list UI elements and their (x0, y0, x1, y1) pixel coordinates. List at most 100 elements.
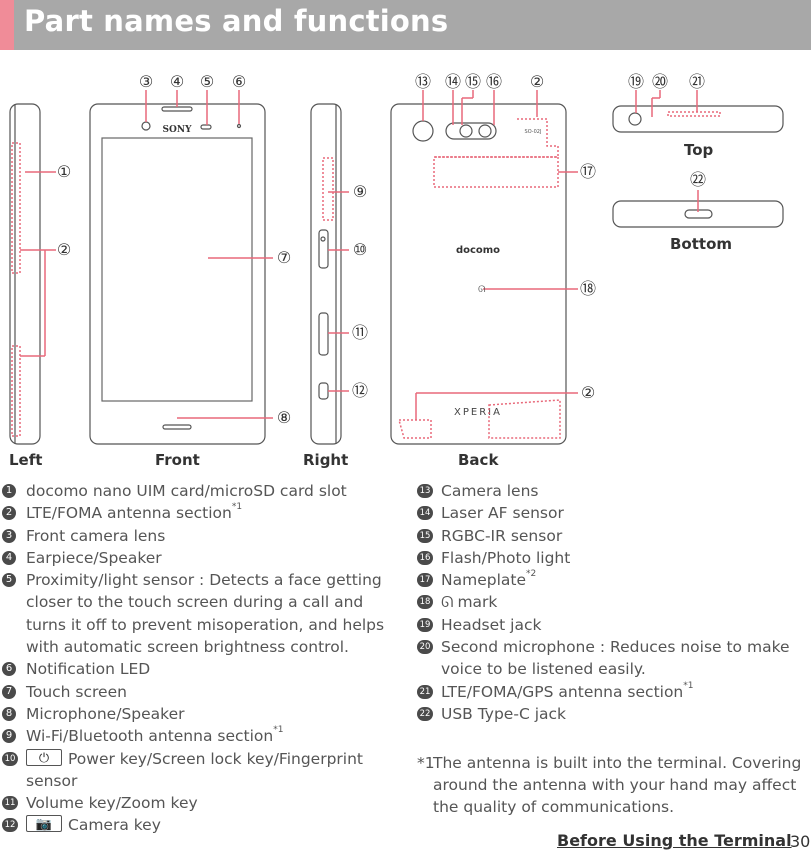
item-text: USB Type-C jack (441, 704, 566, 723)
callout-12: ⑫ (352, 381, 368, 400)
callout-4: ④ (170, 72, 184, 91)
list-item: 7 Touch screen (2, 681, 394, 703)
felica-mark-icon: ᘏ (441, 593, 454, 612)
proximity-sensor (200, 124, 212, 130)
footnote-text: The antenna is built into the terminal. … (433, 754, 802, 816)
felica-mark-icon: ᘏ (478, 285, 486, 295)
item-text: RGBC-IR sensor (441, 526, 563, 545)
callout-1: ① (57, 162, 71, 181)
footnote-ref: *1 (231, 502, 243, 513)
item-number: 5 (2, 573, 16, 588)
page-title: Part names and functions (24, 4, 449, 38)
back-device (390, 103, 567, 445)
label-bottom: Bottom (670, 235, 733, 253)
callout-16: ⑯ (486, 72, 502, 91)
list-item: 13 Camera lens (417, 480, 811, 502)
list-item: 1 docomo nano UIM card/microSD card slot (2, 480, 394, 502)
title-accent (0, 0, 14, 50)
item-number: 17 (417, 573, 433, 588)
callout-5: ⑤ (200, 72, 214, 91)
list-item: 4 Earpiece/Speaker (2, 547, 394, 569)
item-number: 16 (417, 550, 433, 565)
item-number: 1 (2, 484, 16, 498)
item-text: docomo nano UIM card/microSD card slot (26, 482, 347, 500)
sensor-housing (445, 122, 497, 140)
callout-15: ⑮ (465, 72, 481, 91)
item-number: 12 (2, 818, 18, 833)
headset-jack (628, 112, 642, 126)
item-text: Microphone/Speaker (26, 704, 185, 723)
right-side-device (310, 103, 342, 445)
power-key-icon: ⏻ (26, 748, 62, 766)
item-number: 8 (2, 706, 16, 721)
callout-11: ⑪ (352, 323, 368, 342)
earpiece (161, 106, 193, 112)
callout-19: ⑲ (628, 72, 644, 91)
section-footer: Before Using the Terminal (557, 831, 792, 850)
item-number: 15 (417, 528, 433, 543)
page-number: 30 (790, 832, 811, 851)
list-item: 10⏻Power key/Screen lock key/Fingerprint… (2, 748, 394, 793)
item-number: 9 (2, 729, 16, 744)
left-side-device (9, 103, 41, 445)
list-item: 9 Wi-Fi/Bluetooth antenna section*1 (2, 725, 394, 747)
item-number: 19 (417, 617, 433, 632)
camera-key-icon: 📷 (26, 815, 62, 833)
item-text: Power key/Screen lock key/Fingerprint se… (26, 749, 364, 790)
power-key (318, 229, 329, 269)
xperia-logo: XPERIA (454, 407, 502, 418)
device-diagram: SONY docomo XPERIA SO-02J (9, 72, 784, 445)
nameplate-text: SO-02J (525, 129, 542, 135)
item-number: 4 (2, 550, 16, 565)
item-text: Touch screen (26, 682, 127, 701)
label-front: Front (155, 451, 200, 469)
callout-20: ⑳ (652, 72, 668, 91)
list-item: 15 RGBC-IR sensor (417, 525, 811, 547)
item-number: 13 (417, 484, 433, 498)
item-text: Flash/Photo light (441, 548, 571, 567)
item-text: Earpiece/Speaker (26, 548, 162, 567)
footnote-ref: *2 (526, 569, 537, 580)
list-item: 8 Microphone/Speaker (2, 703, 394, 725)
front-screen (101, 137, 253, 402)
item-number: 7 (2, 684, 16, 699)
item-number: 11 (2, 796, 18, 811)
callout-21: ㉑ (689, 72, 705, 91)
list-item: 16 Flash/Photo light (417, 547, 811, 569)
label-top: Top (684, 141, 714, 159)
item-text: LTE/FOMA antenna section (26, 504, 232, 523)
item-text: Camera key (68, 816, 161, 835)
callout-2-back-bottom: ② (581, 383, 595, 402)
item-text: Camera lens (441, 482, 539, 500)
label-left: Left (9, 451, 43, 469)
label-back: Back (458, 451, 499, 469)
item-text: Proximity/light sensor : Detects a face … (26, 571, 385, 657)
callout-6: ⑥ (232, 72, 246, 91)
callout-10: ⑩ (353, 240, 367, 259)
item-number: 22 (417, 706, 433, 721)
item-number: 21 (417, 684, 433, 699)
item-text: Laser AF sensor (441, 504, 564, 523)
item-text: Front camera lens (26, 526, 166, 545)
item-number: 18 (417, 595, 433, 610)
callout-17: ⑰ (580, 162, 596, 181)
footnote: *1 The antenna is built into the termina… (417, 752, 811, 818)
footnote-ref: *1 (273, 725, 284, 736)
notification-led (236, 123, 242, 129)
front-device (89, 103, 266, 445)
callout-22: ㉒ (690, 170, 706, 189)
footnote-mark: *1 (417, 754, 435, 772)
top-device (612, 105, 784, 133)
item-text: Wi-Fi/Bluetooth antenna section (26, 727, 274, 746)
camera-lens (412, 120, 434, 142)
item-number: 6 (2, 662, 16, 677)
